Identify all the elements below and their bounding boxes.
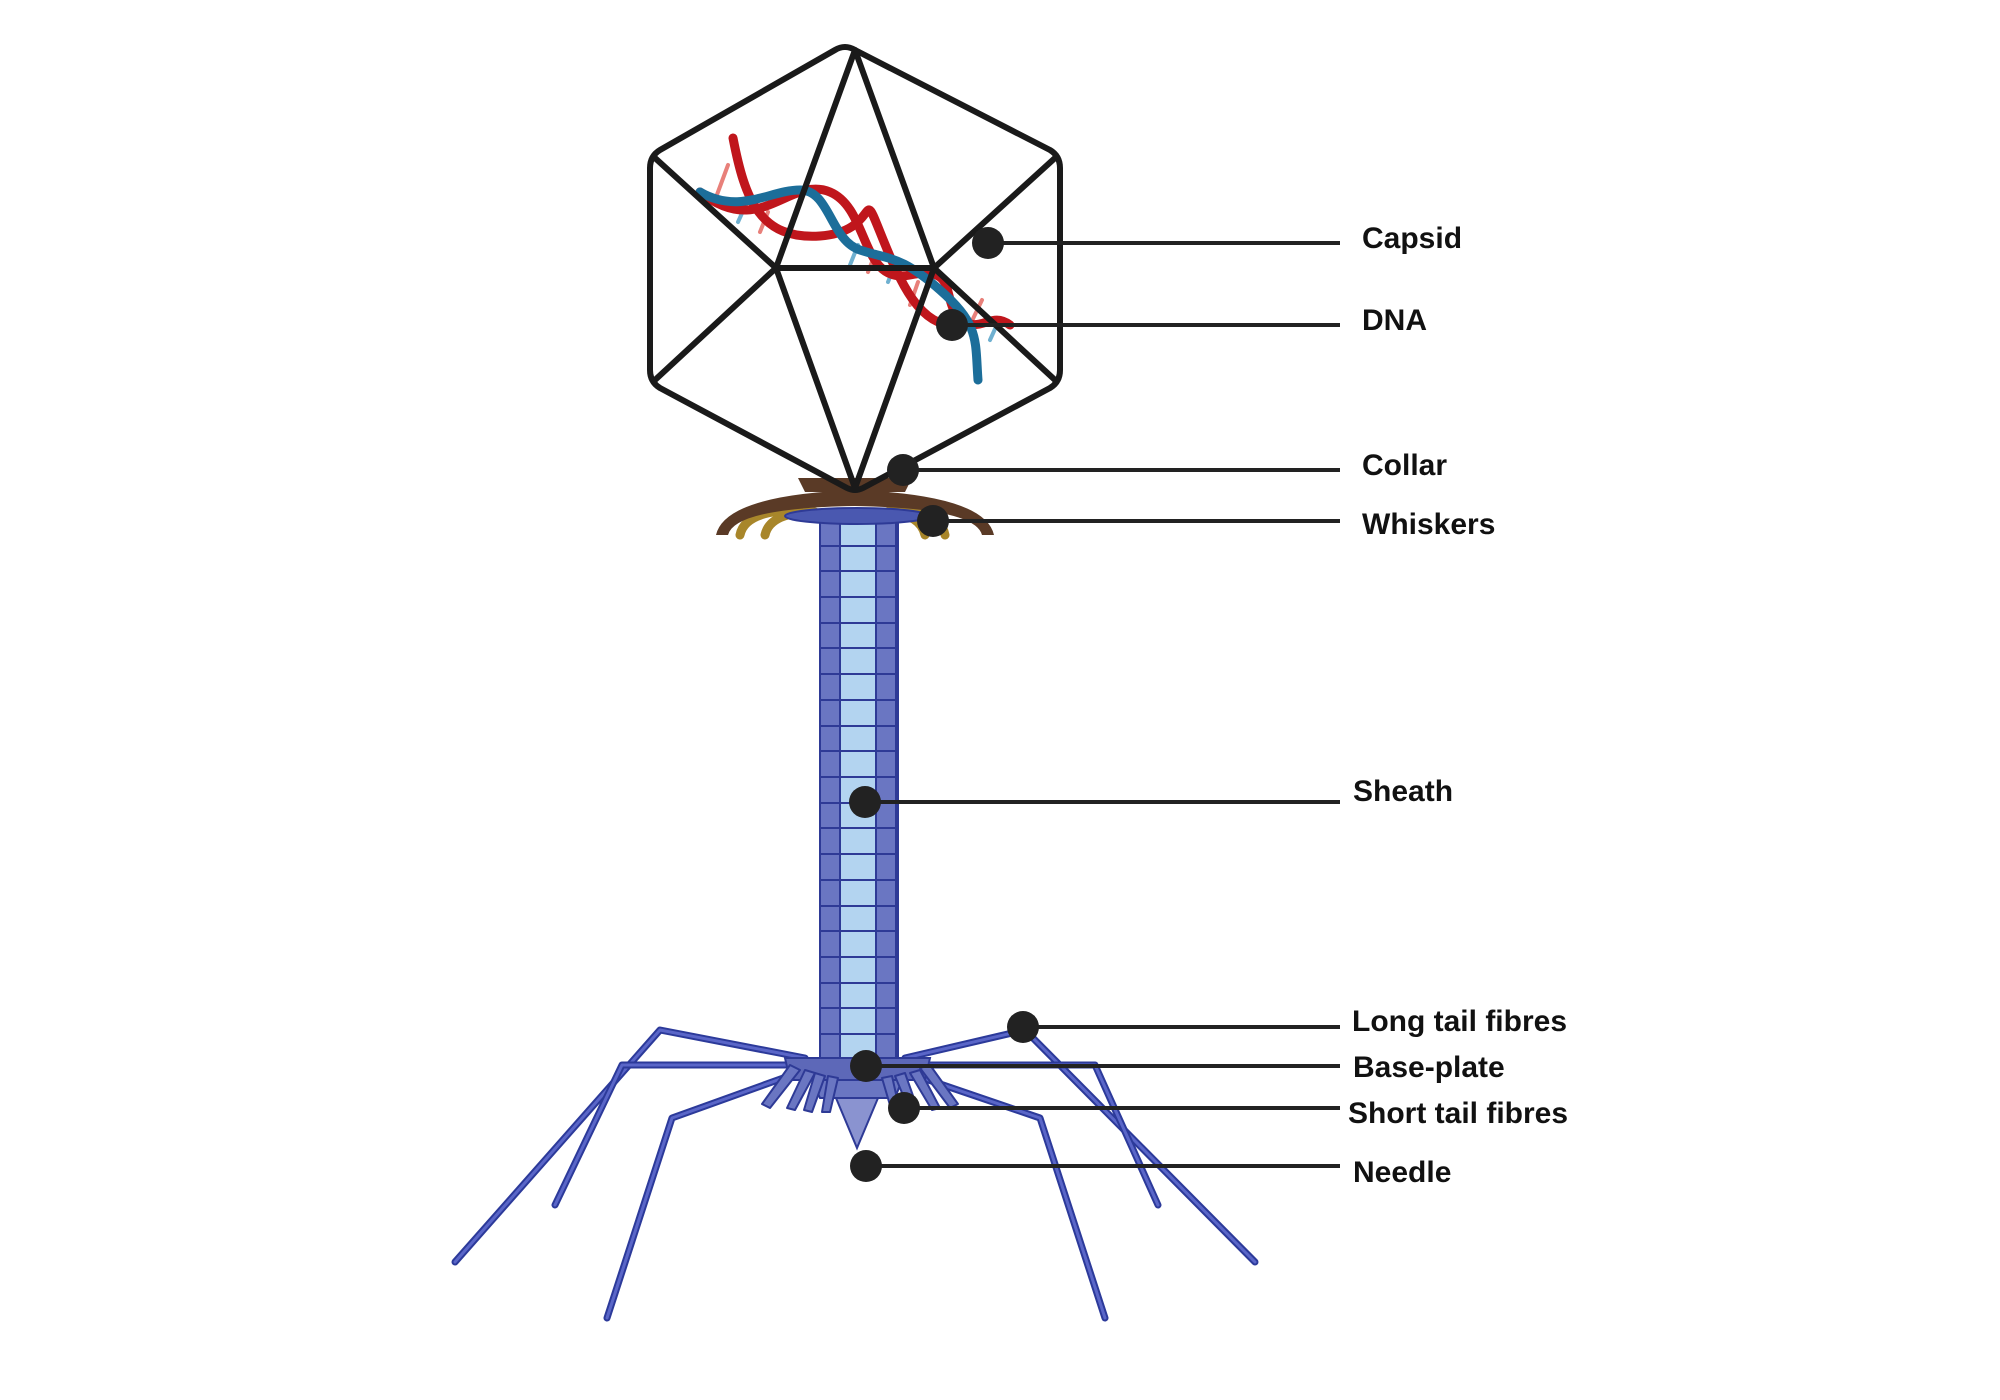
label-markers xyxy=(849,227,1039,1182)
label-needle: Needle xyxy=(1353,1156,1452,1189)
long-tail-fibres-marker xyxy=(1007,1011,1039,1043)
dna-helix xyxy=(695,133,1015,385)
capsid xyxy=(647,44,1063,493)
label-whiskers: Whiskers xyxy=(1362,508,1496,541)
capsid-marker xyxy=(972,227,1004,259)
label-long-tail-fibres: Long tail fibres xyxy=(1352,1005,1568,1038)
whiskers-marker xyxy=(917,505,949,537)
needle-marker xyxy=(850,1150,882,1182)
label-capsid: Capsid xyxy=(1362,222,1463,255)
short-tail-fibres xyxy=(761,1064,959,1113)
sheath-marker xyxy=(849,786,881,818)
label-collar: Collar xyxy=(1362,449,1448,482)
label-base-plate: Base-plate xyxy=(1353,1051,1505,1084)
needle xyxy=(834,1097,880,1151)
dna-marker xyxy=(936,309,968,341)
label-dna: DNA xyxy=(1362,304,1427,337)
base-plate-marker xyxy=(850,1050,882,1082)
label-leaders xyxy=(865,241,1340,1168)
collar-marker xyxy=(887,454,919,486)
label-sheath: Sheath xyxy=(1353,775,1454,808)
short-tail-fibres-marker xyxy=(888,1092,920,1124)
label-short-tail-fibres: Short tail fibres xyxy=(1348,1097,1569,1130)
